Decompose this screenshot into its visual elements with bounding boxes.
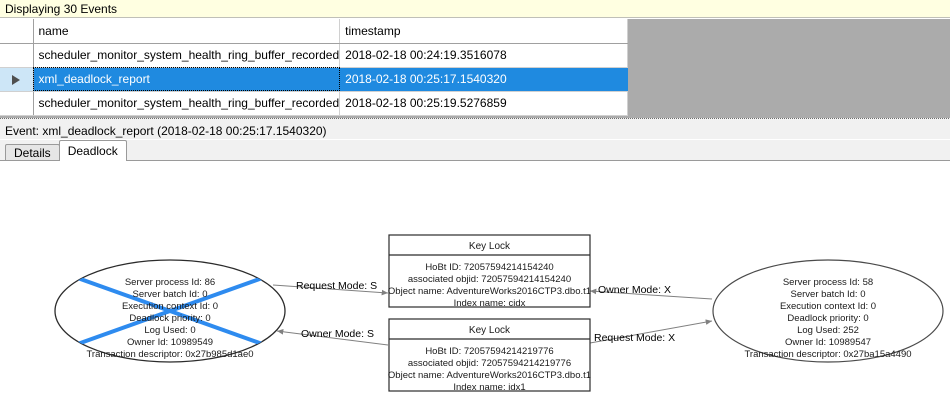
cell-name[interactable]: xml_deadlock_report xyxy=(33,67,341,92)
tab-deadlock-label: Deadlock xyxy=(67,144,118,158)
node-survivor-process[interactable]: Server process Id: 58 Server batch Id: 0… xyxy=(712,259,944,363)
edge-label-request-mode-s: Request Mode: S xyxy=(296,280,377,292)
victim-line-0: Server process Id: 86 xyxy=(125,277,215,288)
grid-header-name[interactable]: name xyxy=(33,19,341,44)
events-count-label: Displaying 30 Events xyxy=(5,1,118,16)
resource-bottom-title: Key Lock xyxy=(469,325,511,336)
events-grid[interactable]: name timestamp scheduler_monitor_system_… xyxy=(0,19,629,116)
event-title-label: Event: xml_deadlock_report (2018-02-18 0… xyxy=(5,123,327,138)
resource-bottom-line-2: Object name: AdventureWorks2016CTP3.dbo.… xyxy=(388,370,591,381)
resource-top-line-2: Object name: AdventureWorks2016CTP3.dbo.… xyxy=(388,286,591,297)
cell-name[interactable]: scheduler_monitor_system_health_ring_buf… xyxy=(33,91,341,116)
edge-label-owner-mode-s: Owner Mode: S xyxy=(301,328,374,340)
node-victim-process[interactable]: Server process Id: 86 Server batch Id: 0… xyxy=(54,259,286,363)
row-selector-cell[interactable] xyxy=(0,67,34,92)
victim-cross-icon xyxy=(57,269,283,353)
tab-details-label: Details xyxy=(14,146,51,160)
edge-owner-mode-s: Owner Mode: S xyxy=(276,328,389,346)
survivor-line-5: Owner Id: 10989547 xyxy=(785,337,871,348)
survivor-line-6: Transaction descriptor: 0x27ba15a4490 xyxy=(744,349,911,360)
survivor-line-2: Execution context Id: 0 xyxy=(780,301,876,312)
edge-request-mode-s: Request Mode: S xyxy=(272,280,389,296)
events-count-banner: Displaying 30 Events xyxy=(0,0,950,18)
edge-label-owner-mode-x: Owner Mode: X xyxy=(598,284,671,296)
events-grid-container[interactable]: name timestamp scheduler_monitor_system_… xyxy=(0,19,950,120)
survivor-process-ellipse[interactable] xyxy=(712,259,944,363)
grid-header-selector[interactable] xyxy=(0,19,34,44)
victim-line-5: Owner Id: 10989549 xyxy=(127,337,213,348)
survivor-line-3: Deadlock priority: 0 xyxy=(787,313,868,324)
resource-bottom-line-0: HoBt ID: 72057594214219776 xyxy=(425,346,553,357)
cell-timestamp[interactable]: 2018-02-18 00:25:19.5276859 xyxy=(339,91,629,116)
cell-name[interactable]: scheduler_monitor_system_health_ring_buf… xyxy=(33,43,341,68)
survivor-line-0: Server process Id: 58 xyxy=(783,277,873,288)
edge-owner-mode-x: Owner Mode: X xyxy=(589,284,713,300)
deadlock-graph-canvas[interactable]: Request Mode: S Owner Mode: X Owner Mode… xyxy=(0,160,950,400)
resource-top-line-0: HoBt ID: 72057594214154240 xyxy=(425,262,553,273)
survivor-line-4: Log Used: 252 xyxy=(797,325,859,336)
resource-bottom-line-1: associated objid: 72057594214219776 xyxy=(408,358,571,369)
victim-line-3: Deadlock priority: 0 xyxy=(129,313,210,324)
grid-header-timestamp[interactable]: timestamp xyxy=(339,19,629,44)
survivor-line-1: Server batch Id: 0 xyxy=(791,289,866,300)
node-resource-top[interactable]: Key Lock HoBt ID: 72057594214154240 asso… xyxy=(388,234,591,309)
event-title-bar: Event: xml_deadlock_report (2018-02-18 0… xyxy=(0,122,950,139)
grid-header-row: name timestamp xyxy=(0,19,629,44)
resource-bottom-line-3: Index name: idx1 xyxy=(453,382,525,393)
resource-top-line-3: Index name: cidx xyxy=(454,298,526,309)
row-pointer-icon xyxy=(12,74,21,85)
resource-bottom-box[interactable] xyxy=(388,318,591,392)
tabstrip: Details Deadlock xyxy=(0,140,950,161)
victim-line-1: Server batch Id: 0 xyxy=(133,289,208,300)
node-resource-bottom[interactable]: Key Lock HoBt ID: 72057594214219776 asso… xyxy=(388,318,591,393)
row-selector-cell[interactable] xyxy=(0,91,34,116)
victim-line-6: Transaction descriptor: 0x27b985d1ae0 xyxy=(86,349,253,360)
table-row[interactable]: scheduler_monitor_system_health_ring_buf… xyxy=(0,43,629,68)
tab-details[interactable]: Details xyxy=(5,144,60,161)
resource-top-line-1: associated objid: 72057594214154240 xyxy=(408,274,571,285)
resource-top-title: Key Lock xyxy=(469,241,511,252)
row-selector-cell[interactable] xyxy=(0,43,34,68)
victim-line-4: Log Used: 0 xyxy=(144,325,195,336)
table-row[interactable]: scheduler_monitor_system_health_ring_buf… xyxy=(0,91,629,116)
victim-line-2: Execution context Id: 0 xyxy=(122,301,218,312)
tab-deadlock[interactable]: Deadlock xyxy=(58,140,127,161)
table-row[interactable]: xml_deadlock_report 2018-02-18 00:25:17.… xyxy=(0,67,629,92)
cell-timestamp[interactable]: 2018-02-18 00:25:17.1540320 xyxy=(339,67,629,92)
edge-request-mode-x: Request Mode: X xyxy=(589,319,713,344)
horizontal-splitter[interactable] xyxy=(0,118,950,122)
cell-timestamp[interactable]: 2018-02-18 00:24:19.3516078 xyxy=(339,43,629,68)
resource-top-box[interactable] xyxy=(388,234,591,308)
edge-label-request-mode-x: Request Mode: X xyxy=(594,332,675,344)
